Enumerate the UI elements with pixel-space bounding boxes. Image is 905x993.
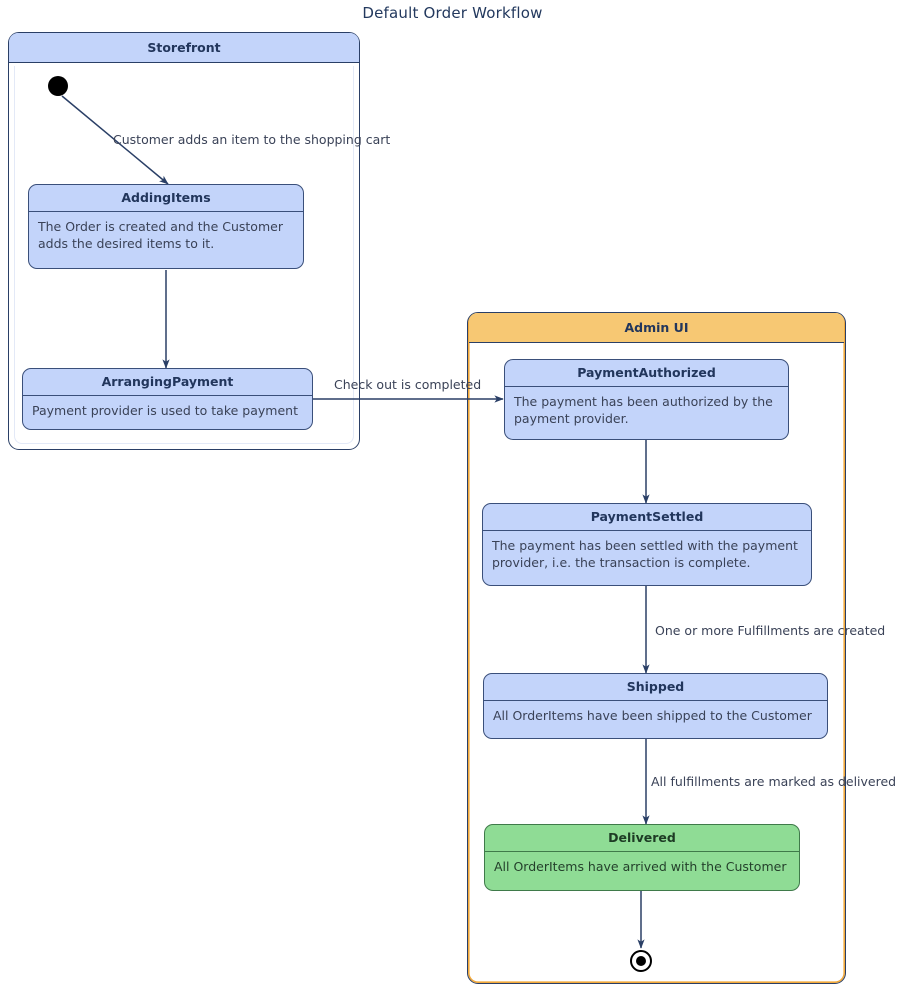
state-node-delivered[interactable]: Delivered All OrderItems have arrived wi…	[484, 824, 800, 891]
state-node-shipped-name: Shipped	[484, 674, 827, 701]
state-node-delivered-name: Delivered	[485, 825, 799, 852]
state-node-delivered-description: All OrderItems have arrived with the Cus…	[494, 859, 787, 874]
state-node-shipped[interactable]: Shipped All OrderItems have been shipped…	[483, 673, 828, 739]
transition-label-check-out-completed: Check out is completed	[334, 377, 482, 392]
state-node-addingitems[interactable]: AddingItems The Order is created and the…	[28, 184, 304, 269]
composite-state-storefront-label: Storefront	[9, 33, 359, 63]
transition-label-marked-as-delivered: All fulfillments are marked as delivered	[651, 774, 897, 789]
state-node-shipped-description: All OrderItems have been shipped to the …	[493, 708, 812, 723]
composite-state-admin-ui-label: Admin UI	[469, 313, 844, 343]
state-node-arrangingpayment-description: Payment provider is used to take payment	[32, 403, 298, 418]
final-state-node[interactable]	[630, 950, 652, 972]
state-node-paymentsettled[interactable]: PaymentSettled The payment has been sett…	[482, 503, 812, 586]
diagram-title: Default Order Workflow	[362, 4, 543, 22]
state-node-paymentsettled-name: PaymentSettled	[483, 504, 811, 531]
state-node-paymentauthorized-description: The payment has been authorized by the p…	[514, 394, 773, 426]
state-node-paymentauthorized-name: PaymentAuthorized	[505, 360, 788, 387]
state-node-arrangingpayment[interactable]: ArrangingPayment Payment provider is use…	[22, 368, 313, 430]
state-node-arrangingpayment-name: ArrangingPayment	[23, 369, 312, 396]
transition-label-customer-adds-item: Customer adds an item to the shopping ca…	[113, 132, 391, 147]
state-node-addingitems-description: The Order is created and the Customer ad…	[38, 219, 283, 251]
state-node-paymentsettled-description: The payment has been settled with the pa…	[492, 538, 798, 570]
initial-state-node[interactable]	[48, 76, 68, 96]
transition-label-fulfillments-created: One or more Fulfillments are created	[655, 623, 886, 638]
state-node-addingitems-name: AddingItems	[29, 185, 303, 212]
state-node-paymentauthorized[interactable]: PaymentAuthorized The payment has been a…	[504, 359, 789, 440]
